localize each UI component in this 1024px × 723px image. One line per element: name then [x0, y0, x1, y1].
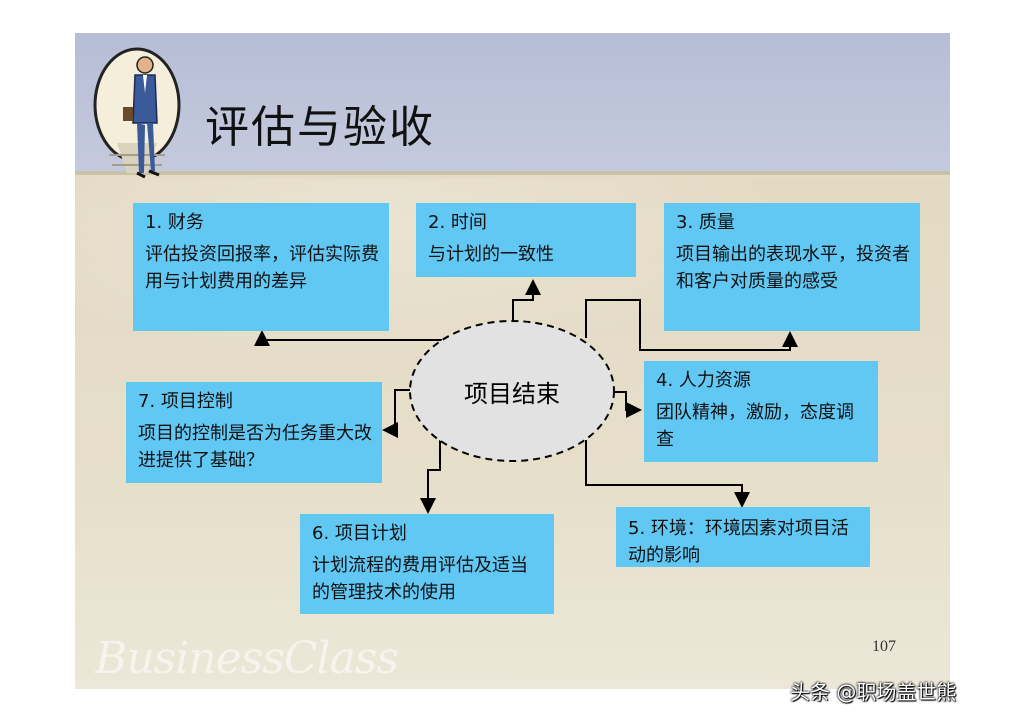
box-time-heading: 2. 时间: [428, 212, 487, 233]
box-control-text: 项目的控制是否为任务重大改进提供了基础？: [138, 423, 372, 471]
box-hr-text: 团队精神，激励，态度调查: [656, 402, 854, 450]
connector-plan: [420, 440, 441, 514]
connector-quality: [585, 299, 798, 351]
brand-watermark: BusinessClass: [95, 633, 399, 684]
box-environment-text: 5. 环境：环境因素对项目活动的影响: [628, 518, 849, 566]
slide-header: [75, 33, 950, 175]
box-time-text: 与计划的一致性: [428, 244, 554, 265]
box-control: 7. 项目控制 项目的控制是否为任务重大改进提供了基础？: [126, 382, 382, 483]
box-quality-heading: 3. 质量: [676, 212, 735, 233]
box-finance: 1. 财务 评估投资回报率，评估实际费用与计划费用的差异: [133, 203, 389, 331]
box-finance-heading: 1. 财务: [145, 212, 204, 233]
connector-time: [512, 279, 541, 322]
page-number: 107: [872, 638, 896, 655]
box-quality: 3. 质量 项目输出的表现水平，投资者和客户对质量的感受: [664, 203, 920, 331]
center-label: 项目结束: [464, 380, 560, 408]
center-ellipse: [409, 320, 615, 462]
connector-finance: [254, 330, 442, 346]
box-time: 2. 时间 与计划的一致性: [416, 203, 636, 277]
box-plan: 6. 项目计划 计划流程的费用评估及适当的管理技术的使用: [300, 514, 554, 614]
box-finance-text: 评估投资回报率，评估实际费用与计划费用的差异: [145, 244, 379, 292]
box-plan-heading: 6. 项目计划: [312, 523, 407, 544]
businessman-mascot-icon: [93, 47, 181, 179]
source-credit: 头条 @职场盖世熊: [790, 680, 957, 704]
box-hr: 4. 人力资源 团队精神，激励，态度调查: [644, 361, 878, 462]
box-hr-heading: 4. 人力资源: [656, 370, 751, 391]
page-title: 评估与验收: [205, 102, 435, 153]
box-quality-text: 项目输出的表现水平，投资者和客户对质量的感受: [676, 244, 910, 292]
connector-env: [585, 440, 750, 508]
box-environment: 5. 环境：环境因素对项目活动的影响: [616, 507, 870, 567]
connector-hr: [612, 391, 642, 418]
box-control-heading: 7. 项目控制: [138, 391, 233, 412]
box-plan-text: 计划流程的费用评估及适当的管理技术的使用: [312, 555, 528, 603]
connector-control: [382, 389, 410, 438]
